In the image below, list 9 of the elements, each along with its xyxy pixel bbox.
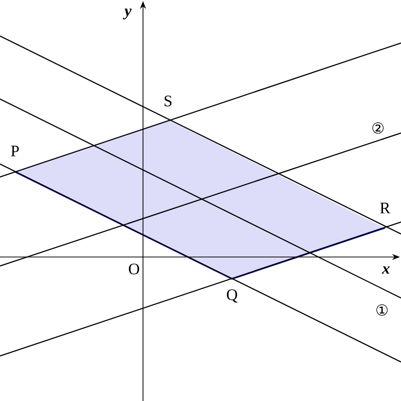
point-label: S	[164, 96, 172, 106]
origin-label: O	[128, 264, 140, 274]
axis-label: x	[382, 266, 390, 274]
line-number: ②	[372, 122, 384, 134]
point-label: Q	[226, 289, 238, 303]
point-label: P	[11, 146, 19, 156]
point-label: R	[380, 202, 390, 214]
line-number: ①	[376, 304, 388, 316]
axis-label: y	[122, 8, 132, 20]
